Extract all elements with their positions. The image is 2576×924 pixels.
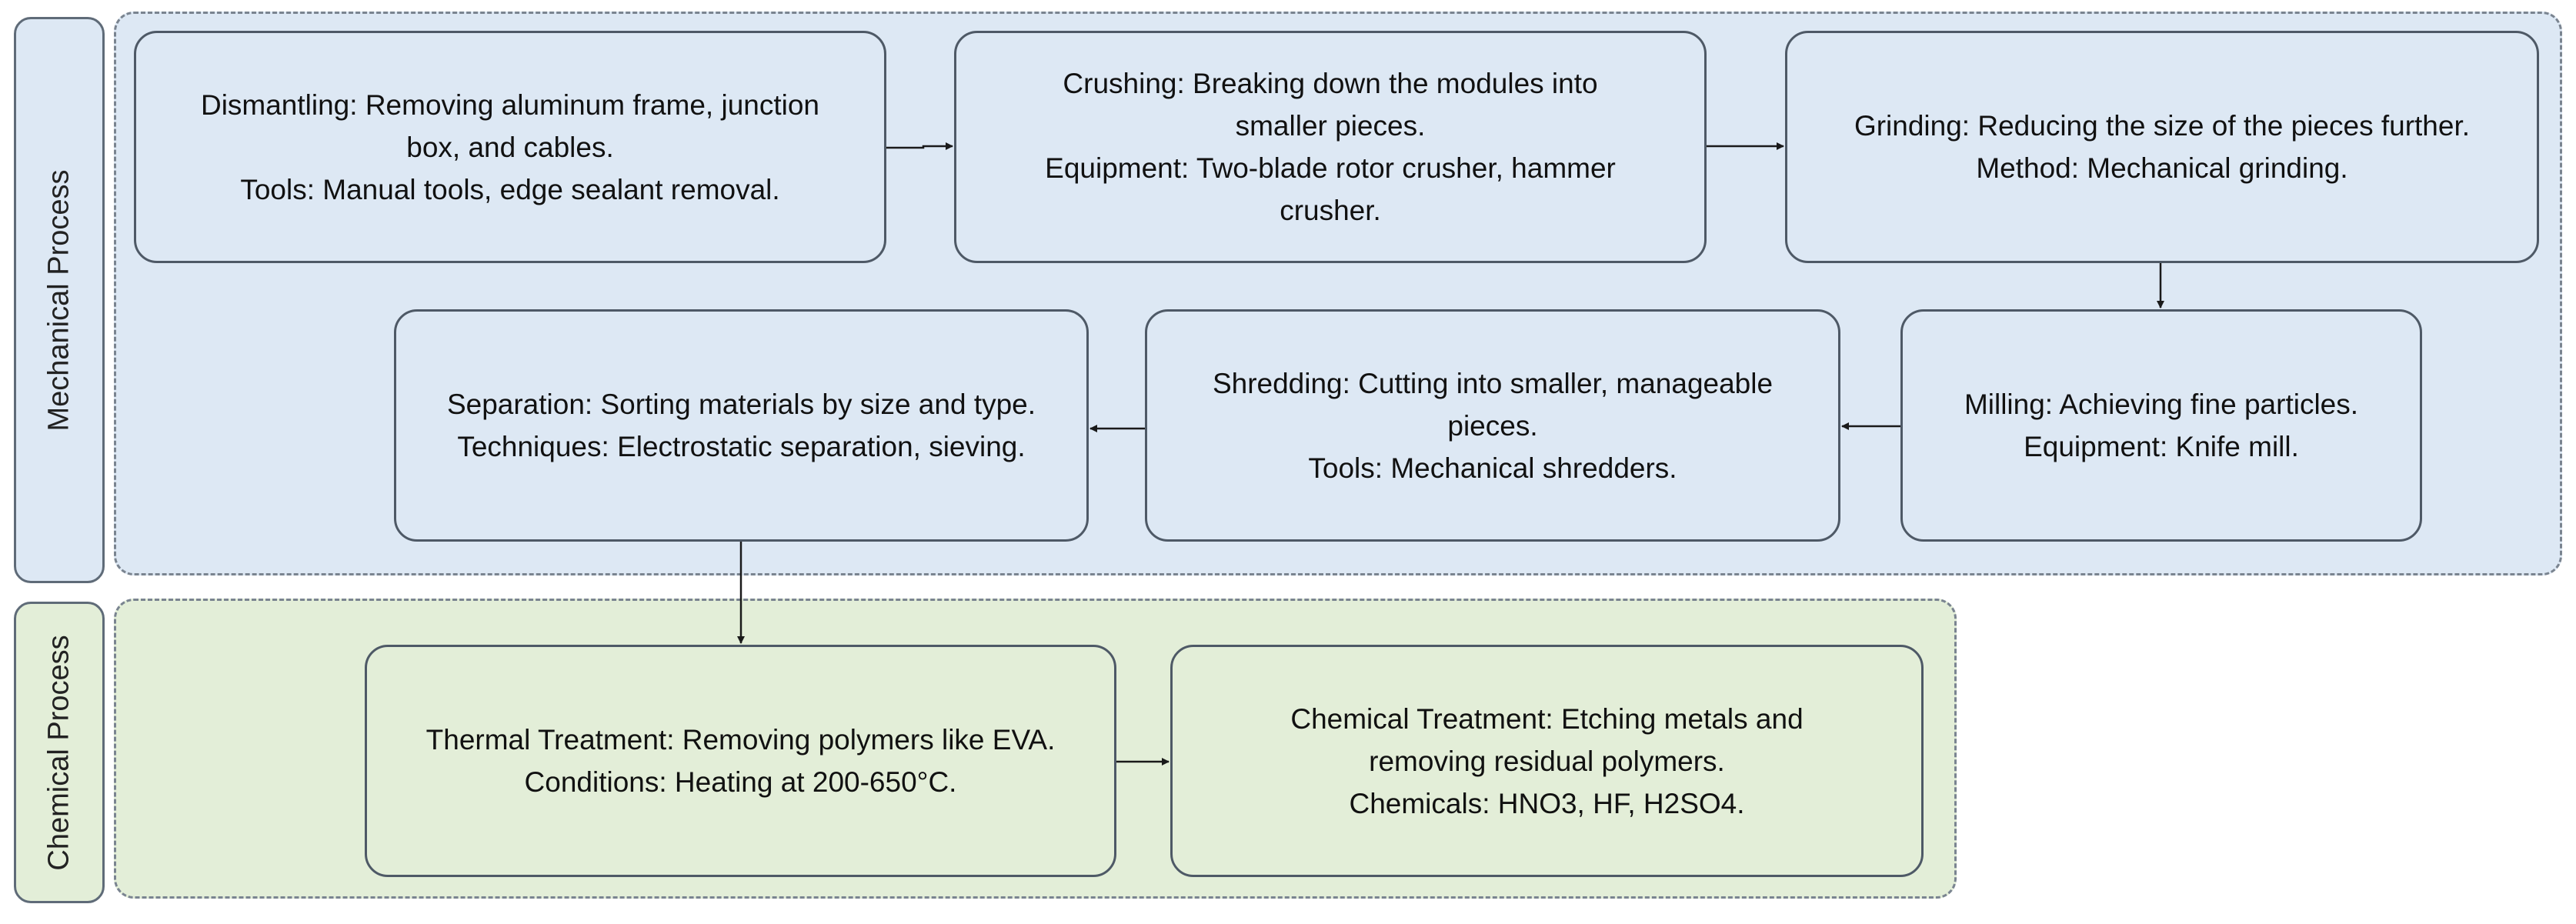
shredding-line-2: pieces. xyxy=(1447,409,1538,442)
separation-line-2: Techniques: Electrostatic separation, si… xyxy=(457,431,1026,462)
chemical-line-1: Chemical Treatment: Etching metals and xyxy=(1290,702,1804,735)
dismantling-line-3: Tools: Manual tools, edge sealant remova… xyxy=(240,173,780,205)
mechanical-lane-label: Mechanical Process xyxy=(14,17,105,583)
grinding-line-1: Grinding: Reducing the size of the piece… xyxy=(1854,110,2471,142)
dismantling-line-2: box, and cables. xyxy=(406,131,614,163)
crushing-line-2: smaller pieces. xyxy=(1235,110,1426,142)
crushing-step: Crushing: Breaking down the modules into… xyxy=(954,31,1707,263)
separation-line-1: Separation: Sorting materials by size an… xyxy=(446,389,1036,420)
dismantling-step: Dismantling: Removing aluminum frame, ju… xyxy=(134,31,886,263)
thermal-line-1: Thermal Treatment: Removing polymers lik… xyxy=(425,724,1056,756)
chemical-line-3: Chemicals: HNO3, HF, H2SO4. xyxy=(1349,787,1745,819)
thermal-line-2: Conditions: Heating at 200-650°C. xyxy=(524,766,957,798)
milling-step: Milling: Achieving fine particles. Equip… xyxy=(1900,309,2422,542)
milling-line-2: Equipment: Knife mill. xyxy=(2024,431,2299,462)
crushing-line-4: crusher. xyxy=(1280,195,1381,226)
crushing-line-1: Crushing: Breaking down the modules into xyxy=(1063,68,1598,99)
grinding-line-2: Method: Mechanical grinding. xyxy=(1976,152,2348,184)
crushing-line-3: Equipment: Two-blade rotor crusher, hamm… xyxy=(1045,152,1616,184)
shredding-line-1: Shredding: Cutting into smaller, managea… xyxy=(1212,367,1774,399)
chemical-line-2: removing residual polymers. xyxy=(1369,745,1725,777)
thermal-treatment-step: Thermal Treatment: Removing polymers lik… xyxy=(365,645,1116,877)
chemical-lane-label: Chemical Process xyxy=(14,602,105,903)
shredding-step: Shredding: Cutting into smaller, managea… xyxy=(1145,309,1840,542)
grinding-step: Grinding: Reducing the size of the piece… xyxy=(1785,31,2539,263)
separation-step: Separation: Sorting materials by size an… xyxy=(394,309,1089,542)
milling-line-1: Milling: Achieving fine particles. xyxy=(1964,389,2359,420)
dismantling-line-1: Dismantling: Removing aluminum frame, ju… xyxy=(200,88,820,121)
arrow-dismantling-to-crushing xyxy=(886,142,953,150)
chemical-treatment-step: Chemical Treatment: Etching metals and r… xyxy=(1170,645,1924,877)
shredding-line-3: Tools: Mechanical shredders. xyxy=(1308,452,1677,484)
